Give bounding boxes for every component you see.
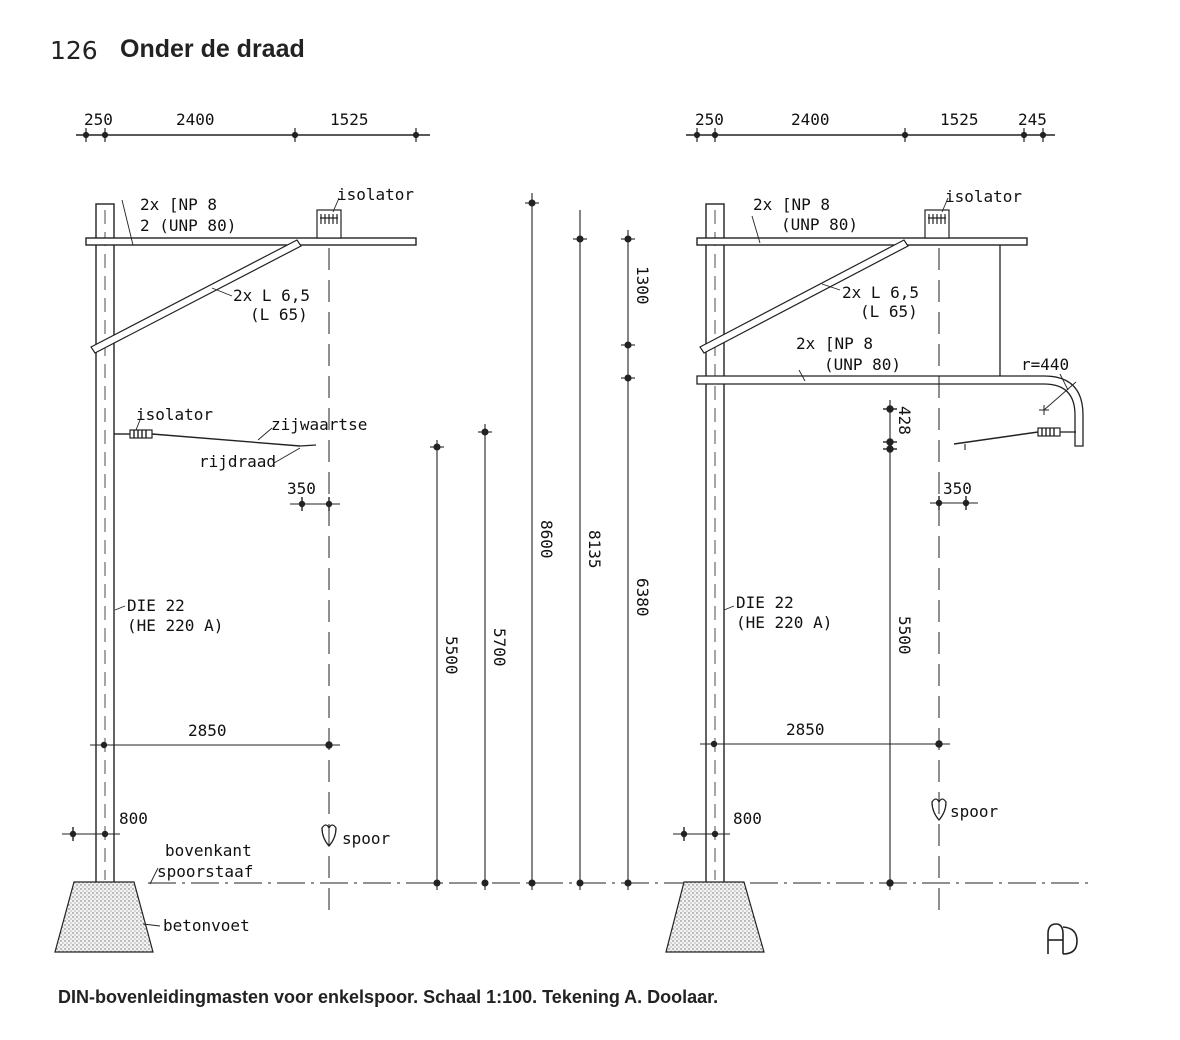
left-track-label: spoor bbox=[342, 829, 391, 848]
right-dim-800: 800 bbox=[733, 809, 762, 828]
right-dim-1525: 1525 bbox=[940, 110, 979, 129]
left-top-dim-ticks bbox=[82, 128, 420, 142]
vdim-5500: 5500 bbox=[442, 636, 461, 675]
left-brace-label-1: 2x L 6,5 bbox=[233, 286, 310, 305]
right-lower-beam-label-1: 2x [NP 8 bbox=[796, 334, 873, 353]
right-beam-label-1: 2x [NP 8 bbox=[753, 195, 830, 214]
rail-top-label-1: bovenkant bbox=[165, 841, 252, 860]
left-dim-1525: 1525 bbox=[330, 110, 369, 129]
right-lower-beam-label-2: (UNP 80) bbox=[824, 355, 901, 374]
vdim-8135: 8135 bbox=[585, 530, 604, 569]
signature-mark bbox=[1047, 923, 1078, 955]
right-track-label: spoor bbox=[950, 802, 999, 821]
left-profile-label-1: DIE 22 bbox=[127, 596, 185, 615]
right-dim-5500: 5500 bbox=[895, 616, 914, 655]
right-mast-drawing bbox=[665, 128, 1084, 955]
left-dim-800: 800 bbox=[119, 809, 148, 828]
rail-top-label-2: spoorstaaf bbox=[157, 862, 253, 881]
left-dim-2400: 2400 bbox=[176, 110, 215, 129]
left-dim-2850: 2850 bbox=[188, 721, 227, 740]
right-dim-428: 428 bbox=[895, 406, 914, 435]
figure-caption: DIN-bovenleidingmasten voor enkelspoor. … bbox=[58, 987, 719, 1007]
vdim-1300: 1300 bbox=[633, 266, 652, 305]
left-top-isolator-label: isolator bbox=[337, 185, 414, 204]
vdim-8600: 8600 bbox=[537, 520, 556, 559]
left-dim-250: 250 bbox=[84, 110, 113, 129]
left-contact-wire-label: rijdraad bbox=[199, 452, 276, 471]
left-dim-350: 350 bbox=[287, 479, 316, 498]
foundation-label: betonvoet bbox=[163, 916, 250, 935]
right-dim-350: 350 bbox=[943, 479, 972, 498]
left-foundation bbox=[54, 881, 154, 953]
left-sideways-label: zijwaartse bbox=[271, 415, 367, 434]
right-track-symbol bbox=[931, 798, 947, 821]
right-profile-label-1: DIE 22 bbox=[736, 593, 794, 612]
right-radius-label: r=440 bbox=[1021, 355, 1069, 374]
left-top-beam bbox=[85, 237, 417, 246]
right-dim-250: 250 bbox=[695, 110, 724, 129]
left-track-symbol bbox=[321, 824, 337, 847]
right-brace-label-1: 2x L 6,5 bbox=[842, 283, 919, 302]
page-number: 126 bbox=[50, 36, 98, 65]
left-beam-label-2: 2 (UNP 80) bbox=[140, 216, 236, 235]
right-brace bbox=[699, 239, 909, 354]
right-beam-label-2: (UNP 80) bbox=[781, 215, 858, 234]
right-top-isolator bbox=[924, 209, 950, 239]
vertical-dimensions bbox=[430, 193, 635, 890]
left-mast-drawing bbox=[54, 128, 430, 953]
left-brace-label-2: (L 65) bbox=[250, 305, 308, 324]
vdim-5700: 5700 bbox=[490, 628, 509, 667]
left-top-isolator bbox=[316, 209, 342, 239]
left-wire-isolator-label: isolator bbox=[136, 405, 213, 424]
right-top-isolator-label: isolator bbox=[945, 187, 1022, 206]
right-profile-label-2: (HE 220 A) bbox=[736, 613, 832, 632]
page-title: Onder de draad bbox=[120, 35, 305, 63]
right-dim-2850: 2850 bbox=[786, 720, 825, 739]
left-brace bbox=[90, 239, 302, 354]
right-brace-label-2: (L 65) bbox=[860, 302, 918, 321]
right-foundation bbox=[665, 881, 765, 953]
right-dim-2400: 2400 bbox=[791, 110, 830, 129]
right-top-beam bbox=[696, 237, 1028, 246]
left-profile-label-2: (HE 220 A) bbox=[127, 616, 223, 635]
vdim-6380: 6380 bbox=[633, 578, 652, 617]
left-beam-label-1: 2x [NP 8 bbox=[140, 195, 217, 214]
right-dim-245: 245 bbox=[1018, 110, 1047, 129]
